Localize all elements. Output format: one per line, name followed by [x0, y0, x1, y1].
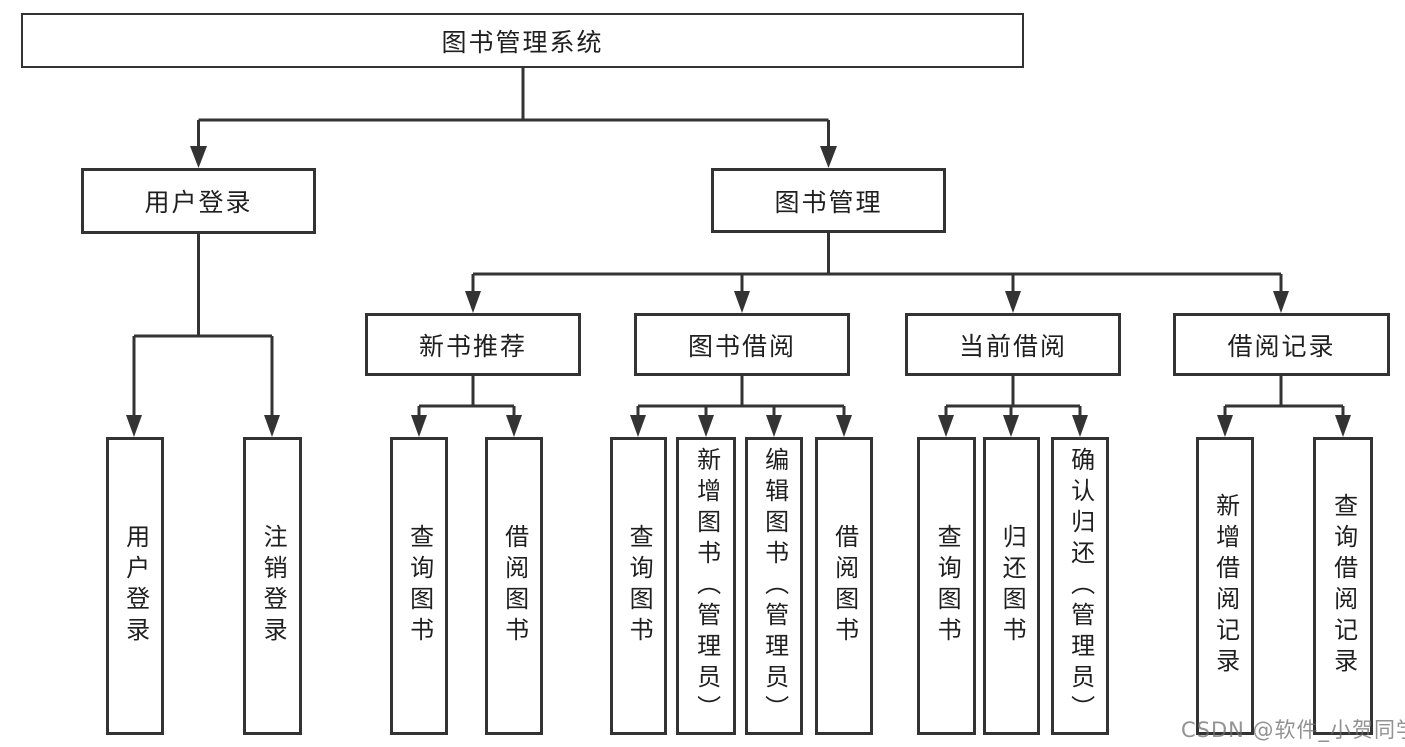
leaf-query-books-borrow: 查询图书 — [610, 437, 667, 735]
node-label: 图书借阅 — [687, 331, 796, 361]
leaf-query-borrow-record: 查询借阅记录 — [1313, 437, 1373, 735]
node-label: 新增图书（管理员） — [692, 446, 721, 726]
node-label: 借阅图书 — [500, 524, 529, 648]
node-label: 查询借阅记录 — [1329, 493, 1358, 679]
node-label: 借阅图书 — [830, 524, 859, 648]
leaf-query-books-recommend: 查询图书 — [390, 437, 448, 735]
node-label: 用户登录 — [121, 524, 150, 648]
node-label: 查询图书 — [625, 524, 654, 648]
node-label: 查询图书 — [933, 524, 962, 648]
node-label: 查询图书 — [405, 524, 434, 648]
leaf-query-books-current: 查询图书 — [917, 437, 976, 735]
node-label: 编辑图书（管理员） — [760, 446, 789, 726]
leaf-return-book: 归还图书 — [983, 437, 1040, 735]
leaf-logout-login: 注销登录 — [243, 437, 302, 735]
node-book-borrow: 图书借阅 — [634, 313, 850, 376]
node-new-book-recommend: 新书推荐 — [365, 313, 581, 376]
leaf-edit-book-admin: 编辑图书（管理员） — [745, 437, 803, 735]
node-label: 新增借阅记录 — [1211, 493, 1240, 679]
csdn-watermark: CSDN @软件_小贺同学 — [1181, 718, 1405, 742]
leaf-confirm-return-admin: 确认归还（管理员） — [1051, 437, 1109, 735]
node-label: 图书管理系统 — [441, 27, 604, 57]
node-label: 确认归还（管理员） — [1066, 446, 1095, 726]
leaf-add-borrow-record: 新增借阅记录 — [1196, 437, 1254, 735]
node-label: 归还图书 — [998, 524, 1027, 648]
node-current-borrow: 当前借阅 — [905, 313, 1121, 376]
node-book-management: 图书管理 — [711, 168, 946, 233]
leaf-user-login: 用户登录 — [106, 437, 164, 735]
node-label: 当前借阅 — [958, 331, 1067, 361]
node-user-login: 用户登录 — [81, 168, 316, 234]
leaf-borrow-books: 借阅图书 — [815, 437, 873, 735]
node-label: 借阅记录 — [1227, 331, 1336, 361]
node-label: 注销登录 — [259, 524, 288, 648]
node-label: 图书管理 — [774, 187, 883, 217]
node-label: 用户登录 — [144, 188, 253, 217]
node-label: 新书推荐 — [418, 331, 527, 361]
node-borrow-records: 借阅记录 — [1173, 313, 1390, 376]
leaf-borrow-books-recommend: 借阅图书 — [485, 437, 543, 735]
leaf-add-book-admin: 新增图书（管理员） — [676, 437, 736, 735]
node-library-management-system: 图书管理系统 — [21, 13, 1024, 68]
